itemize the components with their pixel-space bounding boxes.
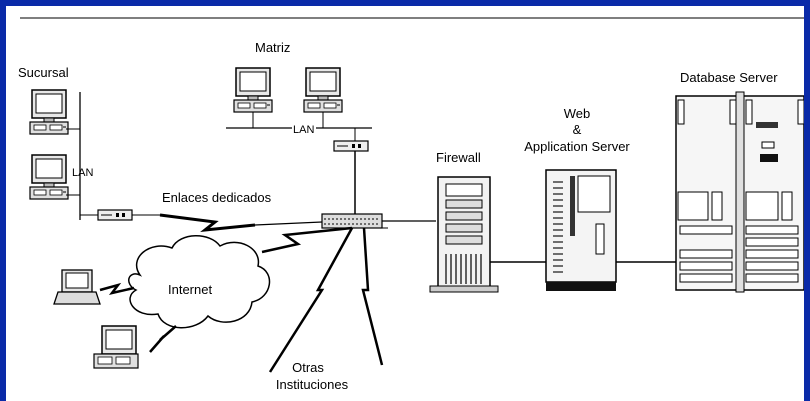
desktop-link <box>149 325 177 353</box>
enlace-otras-2 <box>361 227 384 366</box>
matriz-label: Matriz <box>255 40 290 55</box>
network-diagram: Sucursal LAN Enlaces dedicados Matriz LA… <box>18 17 804 392</box>
server-tower-icon <box>545 169 617 291</box>
matriz-pc-2-icon <box>303 67 343 113</box>
diagram-canvas: Sucursal LAN Enlaces dedicados Matriz LA… <box>6 6 804 401</box>
laptop-icon <box>53 269 101 305</box>
web-label-3: Application Server <box>524 139 630 154</box>
matriz-pc-1-icon <box>233 67 273 113</box>
sucursal-pc-2-icon <box>29 154 69 200</box>
otras-label-2: Instituciones <box>276 377 349 392</box>
sucursal-label: Sucursal <box>18 65 69 80</box>
switch-hub-icon <box>321 213 383 229</box>
database-label: Database Server <box>680 70 778 85</box>
desktop-pc-icon <box>93 325 139 369</box>
firewall-label: Firewall <box>436 150 481 165</box>
web-label-1: Web <box>564 106 591 121</box>
firewall-tower-icon <box>429 176 499 293</box>
enlaces-label: Enlaces dedicados <box>162 190 272 205</box>
enlace-otras-1 <box>268 227 354 373</box>
enlace-internet <box>261 226 353 254</box>
lan-sucursal-label: LAN <box>72 167 93 179</box>
enlace-dedicado-sucursal <box>159 213 256 232</box>
rack-server-icon <box>675 91 804 293</box>
otras-label-1: Otras <box>292 360 324 375</box>
laptop-link <box>99 282 135 295</box>
cloud-icon <box>128 235 271 329</box>
matriz-router-icon <box>333 140 369 152</box>
sucursal-pc-1-icon <box>29 89 69 135</box>
web-label-2: & <box>573 122 582 137</box>
lan-matriz-label: LAN <box>293 124 314 136</box>
sucursal-router-icon <box>97 209 133 221</box>
internet-label: Internet <box>168 282 212 297</box>
